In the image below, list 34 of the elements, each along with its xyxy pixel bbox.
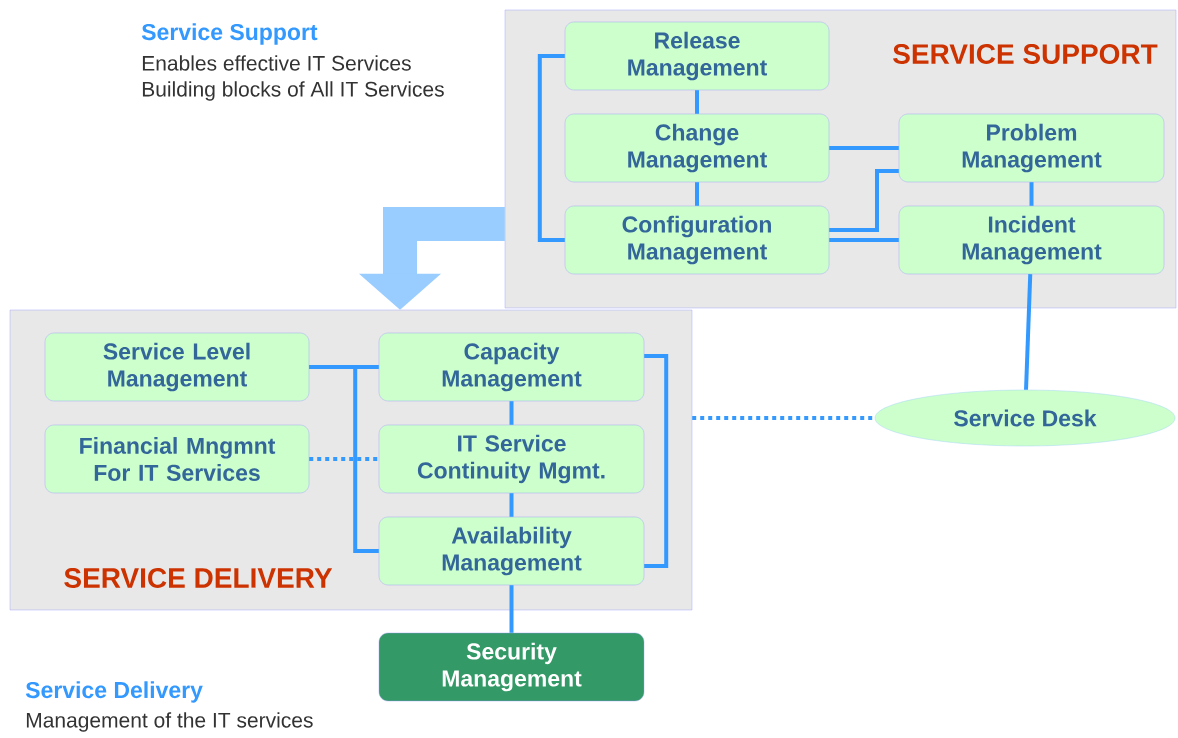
process-box: Financial Mngmnt For IT Services [44,424,310,494]
connector-line [1024,274,1033,390]
connector-line [509,493,514,517]
process-box: Problem Management [898,113,1165,183]
panel-heading: SERVICE DELIVERY [64,568,333,588]
section-heading: Service Delivery [25,681,203,703]
process-box: Configuration Management [564,205,830,275]
connector-line [309,365,379,553]
connector-line [692,416,875,420]
connector-line [644,354,669,568]
process-box: Availability Management [378,516,645,586]
connector-line [695,90,699,114]
description-text: Management of the IT services [26,712,313,732]
panel-heading: SERVICE SUPPORT [893,44,1158,64]
process-box: Change Management [564,113,830,183]
connector-line [509,401,514,425]
connector-line [309,457,379,461]
connector-line [695,182,699,206]
process-box: Release Management [564,21,830,91]
description-text: Building blocks of All IT Services [142,81,444,101]
ellipse-node: Service Desk [874,389,1176,447]
connector-line [829,238,899,242]
description-text: Enables effective IT Services [142,55,411,71]
process-box: Incident Management [898,205,1165,275]
process-box: Service Level Management [44,332,310,402]
connector-line [829,169,899,232]
connector-line [509,585,514,633]
connector-line [829,146,899,150]
connector-line [537,54,565,242]
connector-line [1029,182,1034,206]
section-heading: Service Support [141,23,318,45]
process-box: IT Service Continuity Mgmt. [378,424,645,494]
process-box: Capacity Management [378,332,645,402]
process-box: Security Management [378,632,645,702]
